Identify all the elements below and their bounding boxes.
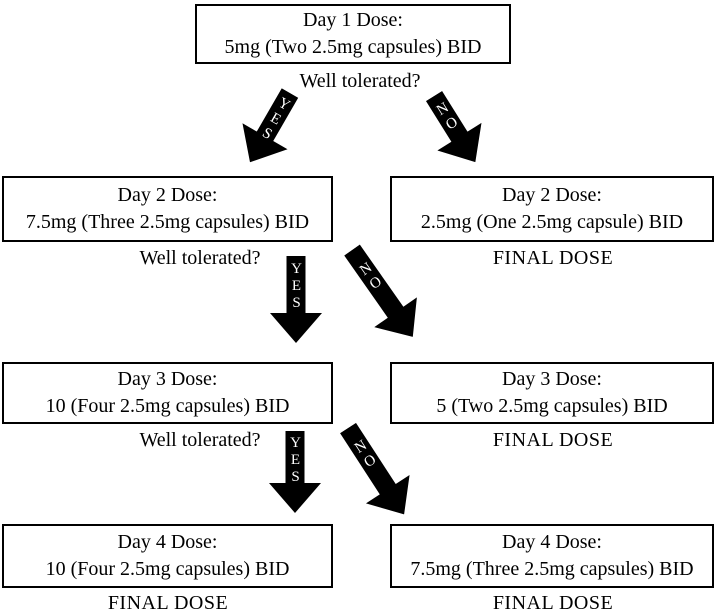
arrow-no-1: NO <box>409 80 501 178</box>
arrow-no-3: NO <box>323 412 429 531</box>
arrow-shape <box>269 431 321 513</box>
node-day2-dose-yes: Day 2 Dose: 7.5mg (Three 2.5mg capsules)… <box>2 176 333 242</box>
node-detail: 10 (Four 2.5mg capsules) BID <box>45 395 290 417</box>
node-day4-dose-no: Day 4 Dose: 7.5mg (Three 2.5mg capsules)… <box>390 524 714 588</box>
node-day1-dose: Day 1 Dose: 5mg (Two 2.5mg capsules) BID <box>195 4 511 64</box>
node-day4-dose-yes: Day 4 Dose: 10 (Four 2.5mg capsules) BID <box>2 524 333 588</box>
arrow-yes-label: YES <box>288 261 305 312</box>
well-tolerated-label-3: Well tolerated? <box>139 429 261 451</box>
final-dose-label-day4-left: FINAL DOSE <box>107 592 229 614</box>
arrow-shape <box>425 90 482 163</box>
arrow-no-2: NO <box>327 233 437 354</box>
well-tolerated-label-1: Well tolerated? <box>299 70 421 92</box>
well-tolerated-label-2: Well tolerated? <box>139 247 261 269</box>
node-title: Day 3 Dose: <box>117 368 218 390</box>
node-detail: 2.5mg (One 2.5mg capsule) BID <box>420 211 684 233</box>
final-dose-label-day2: FINAL DOSE <box>492 247 614 269</box>
final-dose-label-day3: FINAL DOSE <box>492 429 614 451</box>
node-day3-dose-yes: Day 3 Dose: 10 (Four 2.5mg capsules) BID <box>2 362 333 424</box>
node-title: Day 3 Dose: <box>502 368 602 390</box>
arrow-shape <box>340 422 410 515</box>
node-title: Day 4 Dose: <box>502 531 602 553</box>
node-detail: 5 (Two 2.5mg capsules) BID <box>436 395 668 417</box>
arrow-yes-3: YES <box>265 431 325 513</box>
node-title: Day 2 Dose: <box>502 184 602 206</box>
node-day3-dose-no: Day 3 Dose: 5 (Two 2.5mg capsules) BID <box>390 362 714 424</box>
node-detail: 7.5mg (Three 2.5mg capsules) BID <box>25 211 310 233</box>
arrow-yes-label: YES <box>287 435 304 486</box>
node-detail: 10 (Four 2.5mg capsules) BID <box>45 558 290 580</box>
arrow-shape <box>270 256 322 343</box>
node-title: Day 2 Dose: <box>117 184 218 206</box>
node-title: Day 4 Dose: <box>117 531 218 553</box>
arrow-yes-2: YES <box>266 256 326 343</box>
final-dose-label-day4-right: FINAL DOSE <box>492 592 614 614</box>
arrow-shape <box>344 244 417 337</box>
arrow-shape <box>242 88 299 163</box>
arrow-yes-1: YES <box>224 78 316 177</box>
node-title: Day 1 Dose: <box>303 9 403 31</box>
node-day2-dose-no: Day 2 Dose: 2.5mg (One 2.5mg capsule) BI… <box>390 176 714 242</box>
node-detail: 5mg (Two 2.5mg capsules) BID <box>224 36 482 58</box>
node-detail: 7.5mg (Three 2.5mg capsules) BID <box>410 558 694 580</box>
